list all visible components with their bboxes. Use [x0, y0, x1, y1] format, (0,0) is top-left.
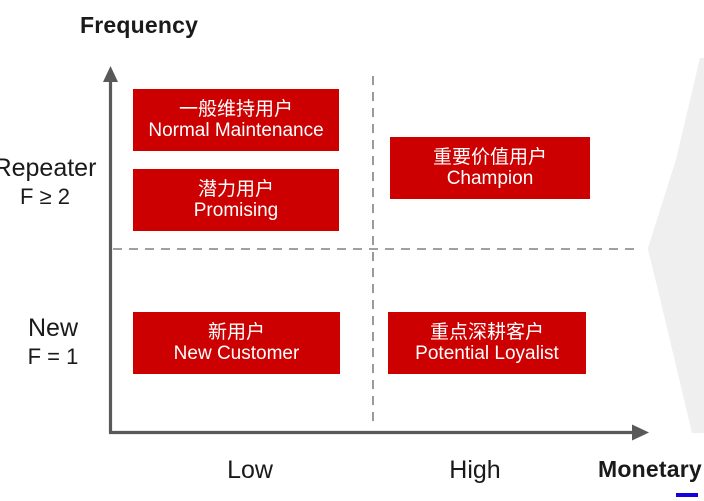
row-label-repeater-sub: F ≥ 2 [20, 183, 70, 209]
segment-box-champion[interactable]: 重要价值用户 Champion [390, 137, 590, 199]
segment-label-en-new-customer: New Customer [173, 343, 300, 364]
segment-label-en-champion: Champion [446, 168, 534, 189]
row-label-repeater: Repeater F ≥ 2 [0, 153, 100, 210]
row-label-new-main: New [27, 314, 78, 342]
frequency-axis-title: Frequency [80, 12, 199, 38]
segment-box-new-customer[interactable]: 新用户 New Customer [133, 312, 340, 374]
segment-label-cn-champion: 重要价值用户 [432, 146, 547, 168]
segment-label-cn-potential-loyalist: 重点深耕客户 [429, 321, 544, 343]
monetary-axis-title: Monetary [598, 456, 702, 482]
blue-accent-mark [676, 493, 698, 497]
x-axis-arrowhead [632, 424, 649, 441]
col-label-high: High [449, 456, 501, 484]
segment-box-normal-maintenance[interactable]: 一般维持用户 Normal Maintenance [133, 89, 339, 151]
segment-label-en-potential-loyalist: Potential Loyalist [415, 343, 559, 364]
segment-label-en-normal-maintenance: Normal Maintenance [148, 120, 324, 141]
segment-box-promising[interactable]: 潜力用户 Promising [133, 169, 339, 231]
segment-box-potential-loyalist[interactable]: 重点深耕客户 Potential Loyalist [388, 312, 586, 374]
segment-label-cn-promising: 潜力用户 [197, 178, 274, 200]
background-chevron-shape [648, 58, 704, 433]
y-axis-arrowhead [103, 66, 118, 82]
col-label-low: Low [227, 456, 273, 484]
row-label-new: New F = 1 [0, 313, 108, 370]
row-label-new-sub: F = 1 [27, 343, 79, 369]
segment-label-cn-normal-maintenance: 一般维持用户 [178, 98, 293, 120]
segment-label-en-promising: Promising [193, 200, 279, 221]
segment-label-cn-new-customer: 新用户 [207, 321, 265, 343]
row-label-repeater-main: Repeater [0, 154, 97, 182]
